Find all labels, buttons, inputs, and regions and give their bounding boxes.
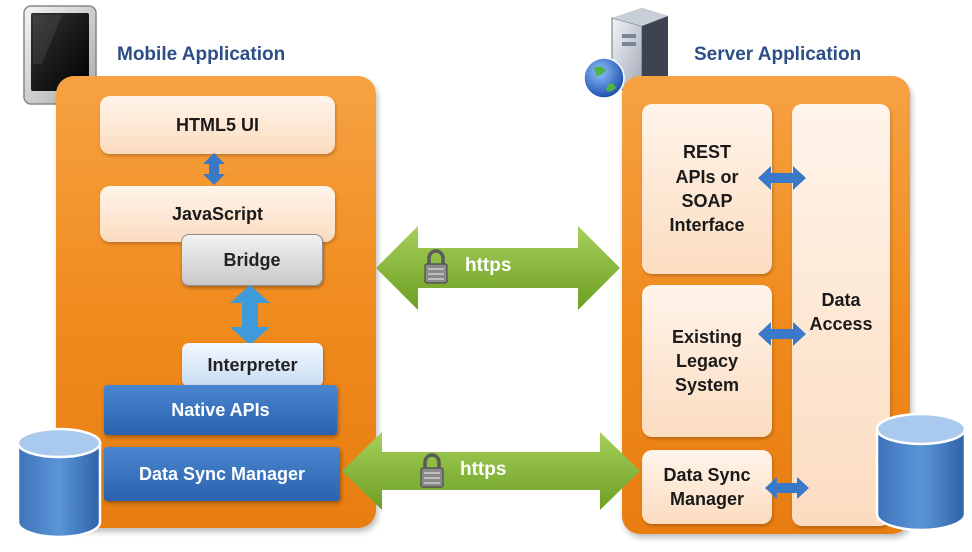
server-sync-line-2: Manager (669, 489, 745, 509)
html5-js-arrow (203, 153, 225, 185)
legacy-line-1: Existing (671, 326, 742, 347)
rest-data-access-arrow (758, 166, 806, 190)
bridge-box: Bridge (181, 234, 323, 286)
server-data-sync-box: Data Sync Manager (642, 450, 772, 524)
database-icon (875, 412, 967, 532)
https-connection-arrow-bottom (342, 432, 640, 510)
legacy-line-2: Legacy (675, 350, 739, 371)
server-sync-line-1: Data Sync (663, 464, 751, 485)
bridge-interpreter-arrow (230, 285, 270, 345)
rest-line-1: REST (682, 142, 731, 163)
https-label-top: https (465, 255, 512, 276)
legacy-system-box: Existing Legacy System (642, 285, 772, 437)
html5-ui-box: HTML5 UI (100, 96, 335, 154)
lock-icon (420, 453, 444, 488)
database-icon (16, 427, 102, 539)
https-label-bottom: https (460, 459, 507, 480)
interpreter-box: Interpreter (182, 343, 323, 387)
rest-soap-box: REST APIs or SOAP Interface (642, 104, 772, 274)
data-access-box: Data Access (792, 104, 890, 526)
legacy-line-3: System (674, 375, 740, 396)
mobile-phone-icon (23, 5, 97, 105)
https-connection-arrow-top (376, 226, 620, 310)
server-globe-icon (583, 8, 668, 99)
javascript-box: JavaScript (100, 186, 335, 242)
rest-line-4: Interface (669, 215, 745, 236)
sync-data-access-arrow (765, 477, 809, 499)
mobile-app-title: Mobile Application (117, 44, 286, 65)
data-access-line-1: Data (821, 290, 861, 310)
data-sync-manager-box: Data Sync Manager (104, 447, 340, 501)
legacy-data-access-arrow (758, 322, 806, 346)
rest-line-2: APIs or (675, 166, 739, 187)
data-access-line-2: Access (809, 314, 873, 335)
rest-line-3: SOAP (681, 191, 733, 211)
server-app-title: Server Application (694, 44, 862, 65)
native-apis-box: Native APIs (104, 385, 337, 435)
lock-icon (424, 249, 448, 284)
